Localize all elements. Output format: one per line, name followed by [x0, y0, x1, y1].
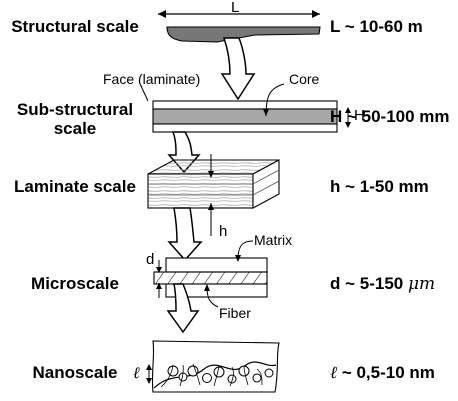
- face-pointer: [140, 85, 149, 102]
- substructural-scale-label-line2: scale: [53, 119, 97, 138]
- nanoscale-interface-line: [153, 361, 277, 389]
- structural-dimension-arrow: [158, 10, 320, 18]
- substructural-dimension-label: H: [354, 107, 365, 124]
- transition-arrow-structural: [220, 37, 256, 101]
- nanoscale-range: ℓ ~ 0,5-10 nm: [330, 363, 435, 383]
- face-laminate-label: Face (laminate): [103, 71, 201, 87]
- nano-dimension-arrow: [146, 364, 152, 384]
- microscale-range-unit: μm: [407, 274, 436, 294]
- substructural-scale-range: H ~ 50-100 mm: [330, 107, 450, 126]
- structural-dimension-label: L: [231, 0, 240, 16]
- micro-dimension-arrows: [156, 260, 162, 298]
- nano-dimension-label: ℓ: [133, 363, 140, 382]
- matrix-pointer: [237, 240, 254, 261]
- substructural-scale-label-line1: Sub-structural: [16, 100, 134, 119]
- substructural-dimension-arrow: [345, 107, 351, 128]
- laminate-dimension-arrows: [208, 154, 214, 236]
- nanoscale-hairlines: [160, 363, 263, 388]
- microscale-range-prefix: d ~ 5-150: [330, 274, 408, 293]
- nanoscale-range-symbol: ℓ: [330, 363, 338, 383]
- fiber-label: Fiber: [219, 305, 251, 321]
- matrix-label: Matrix: [254, 232, 293, 248]
- laminate-block: [147, 159, 280, 209]
- wind-turbine-blade: [166, 26, 321, 43]
- laminate-scale-range: h ~ 1-50 mm: [330, 177, 429, 196]
- transition-arrow-laminate: [167, 207, 203, 262]
- micro-dimension-label: d: [146, 251, 155, 268]
- microscale-label: Microscale: [31, 274, 119, 293]
- sandwich-panel: [152, 100, 338, 133]
- fiber-matrix-cell: [153, 257, 268, 298]
- transition-arrow-micro: [166, 283, 200, 334]
- nanoparticles-cluster: [167, 365, 274, 384]
- laminate-dimension-label: h: [219, 223, 228, 240]
- nanoscale-label: Nanoscale: [32, 363, 118, 382]
- structural-scale-range: L ~ 10-60 m: [330, 17, 423, 36]
- nanoscale-range-rest: ~ 0,5-10 nm: [337, 363, 435, 382]
- core-label: Core: [289, 71, 320, 87]
- structural-scale-label: Structural scale: [11, 17, 139, 36]
- microscale-range: d ~ 5-150 μm: [330, 274, 436, 294]
- laminate-scale-label: Laminate scale: [14, 177, 136, 196]
